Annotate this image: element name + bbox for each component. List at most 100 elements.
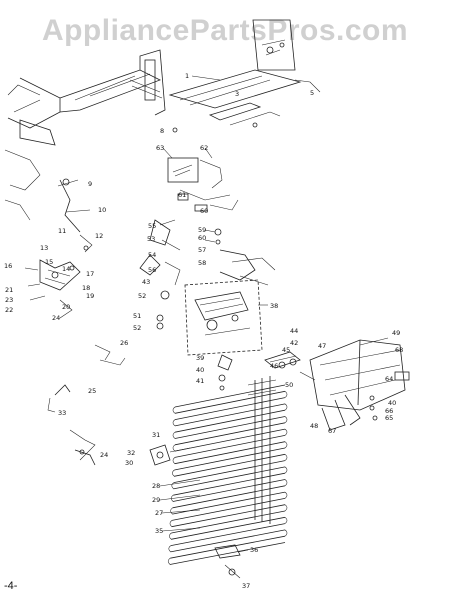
coil-tube — [174, 416, 286, 439]
callout-58: 58 — [198, 259, 206, 267]
callout-5: 5 — [310, 89, 314, 97]
callout-61: 61 — [178, 191, 186, 199]
watermark-text: AppliancePartsPros.com — [41, 14, 409, 47]
coil-tube — [174, 390, 286, 414]
coil-bend — [284, 454, 288, 461]
coil-bend — [284, 466, 288, 474]
callout-46: 46 — [270, 362, 278, 370]
coil-tube — [174, 397, 286, 420]
callout-47: 47 — [318, 342, 326, 350]
callout-13: 13 — [40, 244, 48, 252]
callout-16: 16 — [4, 262, 12, 270]
left-lower-parts — [47, 384, 96, 466]
coil-bend — [169, 532, 172, 540]
callout-56: 56 — [148, 266, 156, 274]
callout-60b: 60 — [200, 207, 208, 215]
callout-40b: 40 — [388, 399, 396, 407]
coil-tube — [171, 504, 286, 528]
coil-tube — [170, 535, 286, 559]
callout-45: 45 — [282, 346, 290, 354]
callout-62: 62 — [200, 144, 208, 152]
callout-65: 65 — [385, 414, 393, 422]
callout-50: 50 — [285, 381, 293, 389]
callout-49: 49 — [392, 329, 400, 337]
coil-bend — [284, 491, 288, 499]
callout-21: 21 — [5, 286, 13, 294]
coil-bend — [284, 403, 288, 411]
callout-39: 39 — [196, 354, 204, 362]
coil-tube — [174, 453, 286, 477]
coil-tube — [173, 472, 286, 496]
callout-54: 54 — [148, 251, 156, 259]
callout-12: 12 — [95, 232, 103, 240]
callout-68: 68 — [395, 346, 403, 354]
coil-bend — [284, 529, 288, 537]
coil-tube — [174, 422, 286, 446]
page-number: -4- — [4, 580, 18, 592]
coil-bend — [172, 406, 176, 414]
coil-tube — [171, 516, 286, 540]
callout-55: 55 — [148, 222, 156, 230]
callout-52b: 52 — [138, 292, 146, 300]
coil-bend — [170, 494, 174, 502]
callout-25: 25 — [88, 387, 96, 395]
coil-bend — [171, 482, 174, 490]
callout-labels: 1 3 5 8 9 10 11 12 13 14 15 16 17 18 19 … — [4, 72, 403, 590]
callout-64: 64 — [385, 375, 393, 383]
callout-23: 23 — [5, 296, 13, 304]
callout-24b: 24 — [100, 451, 108, 459]
callout-1: 1 — [185, 72, 189, 80]
condenser-coil — [167, 384, 288, 565]
coil-tube — [172, 485, 286, 509]
callout-11: 11 — [58, 227, 66, 235]
cabinet-frame-top-left — [4, 49, 166, 221]
callout-24: 24 — [52, 314, 60, 322]
inset-box-63 — [167, 157, 239, 212]
callout-53: 53 — [147, 235, 155, 243]
callout-38: 38 — [270, 302, 278, 310]
callout-43: 43 — [142, 278, 150, 286]
callout-8: 8 — [160, 127, 164, 135]
coil-tube — [174, 441, 286, 465]
callout-41: 41 — [196, 377, 204, 385]
coil-bend — [167, 557, 171, 565]
callout-10: 10 — [98, 206, 106, 214]
right-shroud-assembly — [264, 339, 410, 431]
callout-27: 27 — [155, 509, 163, 517]
callout-17: 17 — [86, 270, 94, 278]
coil-bend — [284, 517, 288, 524]
callout-44: 44 — [290, 327, 298, 335]
callout-3: 3 — [235, 90, 239, 98]
coil-tube — [171, 498, 286, 521]
callout-60: 60 — [198, 234, 206, 242]
coil-bend — [172, 469, 175, 477]
callout-30: 30 — [125, 459, 133, 467]
callout-18: 18 — [82, 284, 90, 292]
inset-box-top-right — [252, 19, 296, 71]
coil-bend — [284, 391, 288, 398]
coil-bend — [169, 520, 173, 527]
coil-header-tubes — [149, 376, 277, 524]
coil-tube — [174, 428, 286, 452]
callout-26: 26 — [120, 339, 128, 347]
coil-bend — [284, 428, 288, 436]
callout-33: 33 — [58, 409, 66, 417]
coil-tube — [170, 523, 286, 546]
callout-28: 28 — [152, 482, 160, 490]
coil-tube — [171, 510, 286, 534]
coil-bend — [170, 507, 173, 515]
callout-66: 66 — [385, 407, 393, 415]
callout-48: 48 — [310, 422, 318, 430]
coil-bend — [284, 504, 288, 512]
dashed-box-38 — [184, 279, 263, 356]
callout-14: 14 — [62, 265, 70, 273]
coil-tube — [174, 403, 286, 427]
coil-tube — [169, 542, 286, 565]
coil-tube — [172, 479, 286, 502]
coil-bend — [284, 416, 288, 424]
coil-tube — [170, 529, 286, 553]
callout-42: 42 — [290, 339, 298, 347]
upper-rail-assembly — [168, 69, 321, 133]
